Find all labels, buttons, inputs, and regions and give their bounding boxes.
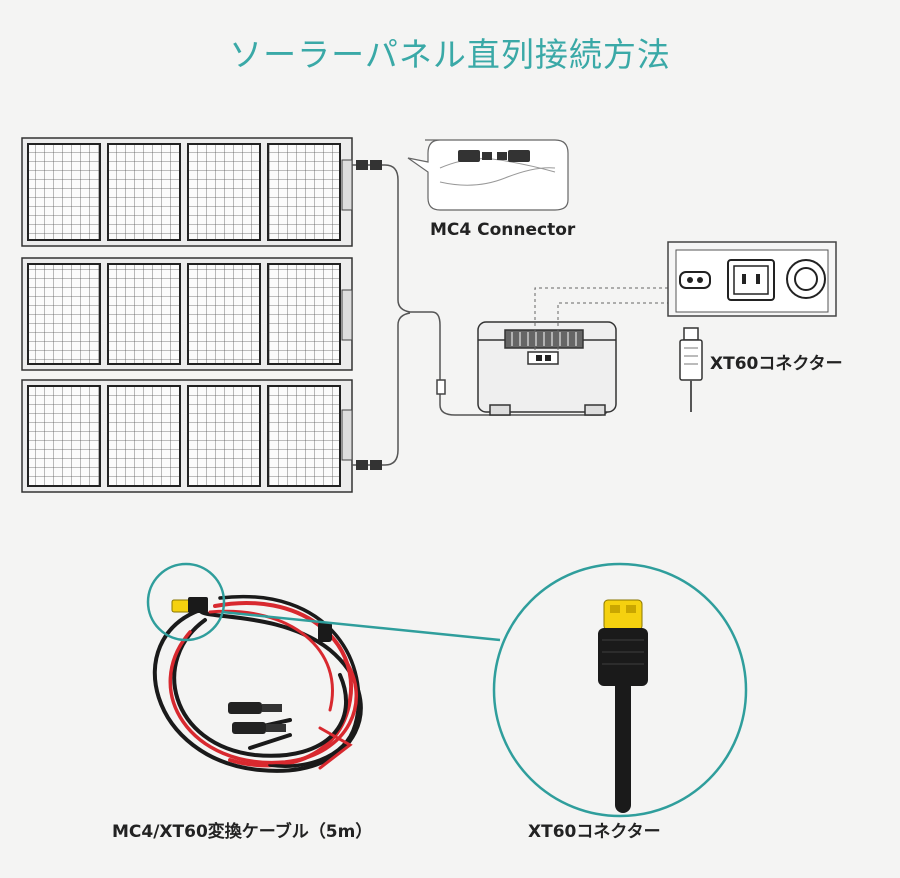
xt60-small-plug-icon [171,597,208,613]
solar-panel-row-1 [21,137,353,247]
conversion-cable-photo [152,594,363,773]
power-station [477,321,617,416]
solar-panel-row-2 [21,257,353,371]
solar-panel-row-3 [21,379,353,493]
zoom-guide-line [534,287,682,350]
ac-outlet-icon [727,259,775,301]
mc4-connector-label: MC4 Connector [430,220,576,240]
conversion-cable-label: MC4/XT60変換ケーブル（5m） [112,822,373,842]
mc4-connector-top-icon [356,160,382,170]
solar-panel-array [21,137,353,493]
mc4-callout-bubble [407,139,569,211]
xt60-plug-drawing-icon [679,327,703,412]
xt60-connector-large-icon [598,599,648,813]
port-panel-zoom [667,241,837,317]
mc4-cable-connectors-icon [228,702,286,734]
cable-ferrite-icon [318,622,332,642]
xt60-connector-label-bottom: XT60コネクター [528,822,661,842]
callout-magnifier [146,562,748,818]
mc4-connector-bottom-icon [356,460,382,470]
mc4-pair-icon [458,150,530,162]
round-port-icon [786,259,826,299]
xt60-connector-label-top: XT60コネクター [710,354,843,374]
xt60-port-icon [679,271,711,289]
page-title: ソーラーパネル直列接続方法 [229,35,671,74]
